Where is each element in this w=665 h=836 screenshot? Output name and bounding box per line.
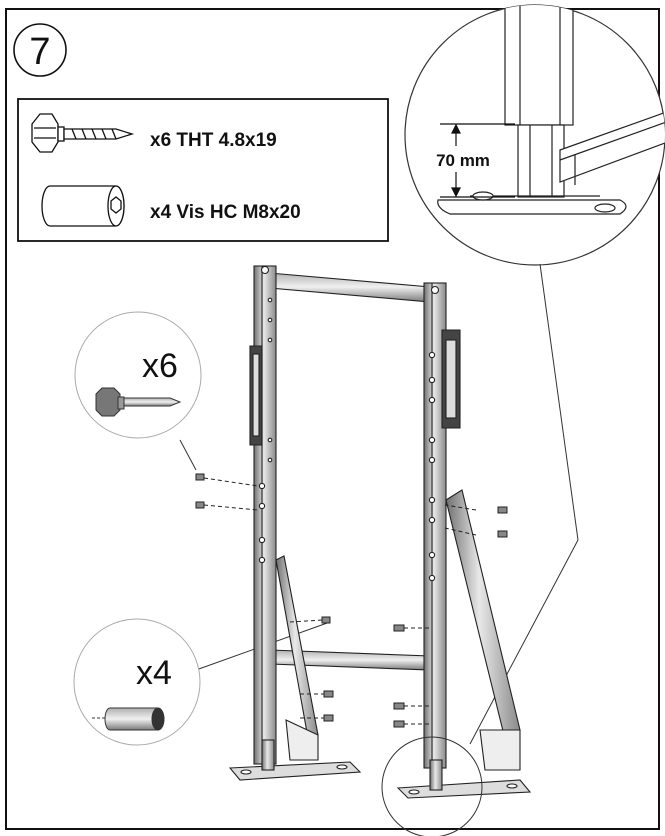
leader-lines: [179, 263, 579, 745]
hex-socket-bolt-icon: [41, 185, 125, 227]
step-number: 7: [29, 31, 50, 73]
base-detail-marker: [381, 736, 483, 836]
dimension-label: 70 mm: [436, 151, 490, 170]
parts-list-box: x6 THT 4.8x19 x4 Vis HC M8x20: [17, 98, 389, 242]
bolt-quantity-detail: x4: [73, 618, 201, 746]
screw-quantity-label: x6: [142, 347, 178, 385]
parts-item-bolt-label: x4 Vis HC M8x20: [150, 202, 301, 223]
rack-frame: [228, 265, 532, 799]
screw-placement-marks: [195, 473, 508, 728]
hex-flange-screw-icon: [31, 113, 135, 153]
base-height-detail: 70 mm: [404, 4, 665, 266]
screw-quantity-detail: x6: [74, 311, 202, 439]
hex-socket-bolt-icon: [92, 707, 165, 731]
hex-flange-screw-icon: [95, 387, 182, 417]
step-number-badge: 7: [13, 23, 67, 77]
bolt-quantity-label: x4: [136, 654, 172, 692]
parts-item-screw-label: x6 THT 4.8x19: [150, 130, 277, 151]
